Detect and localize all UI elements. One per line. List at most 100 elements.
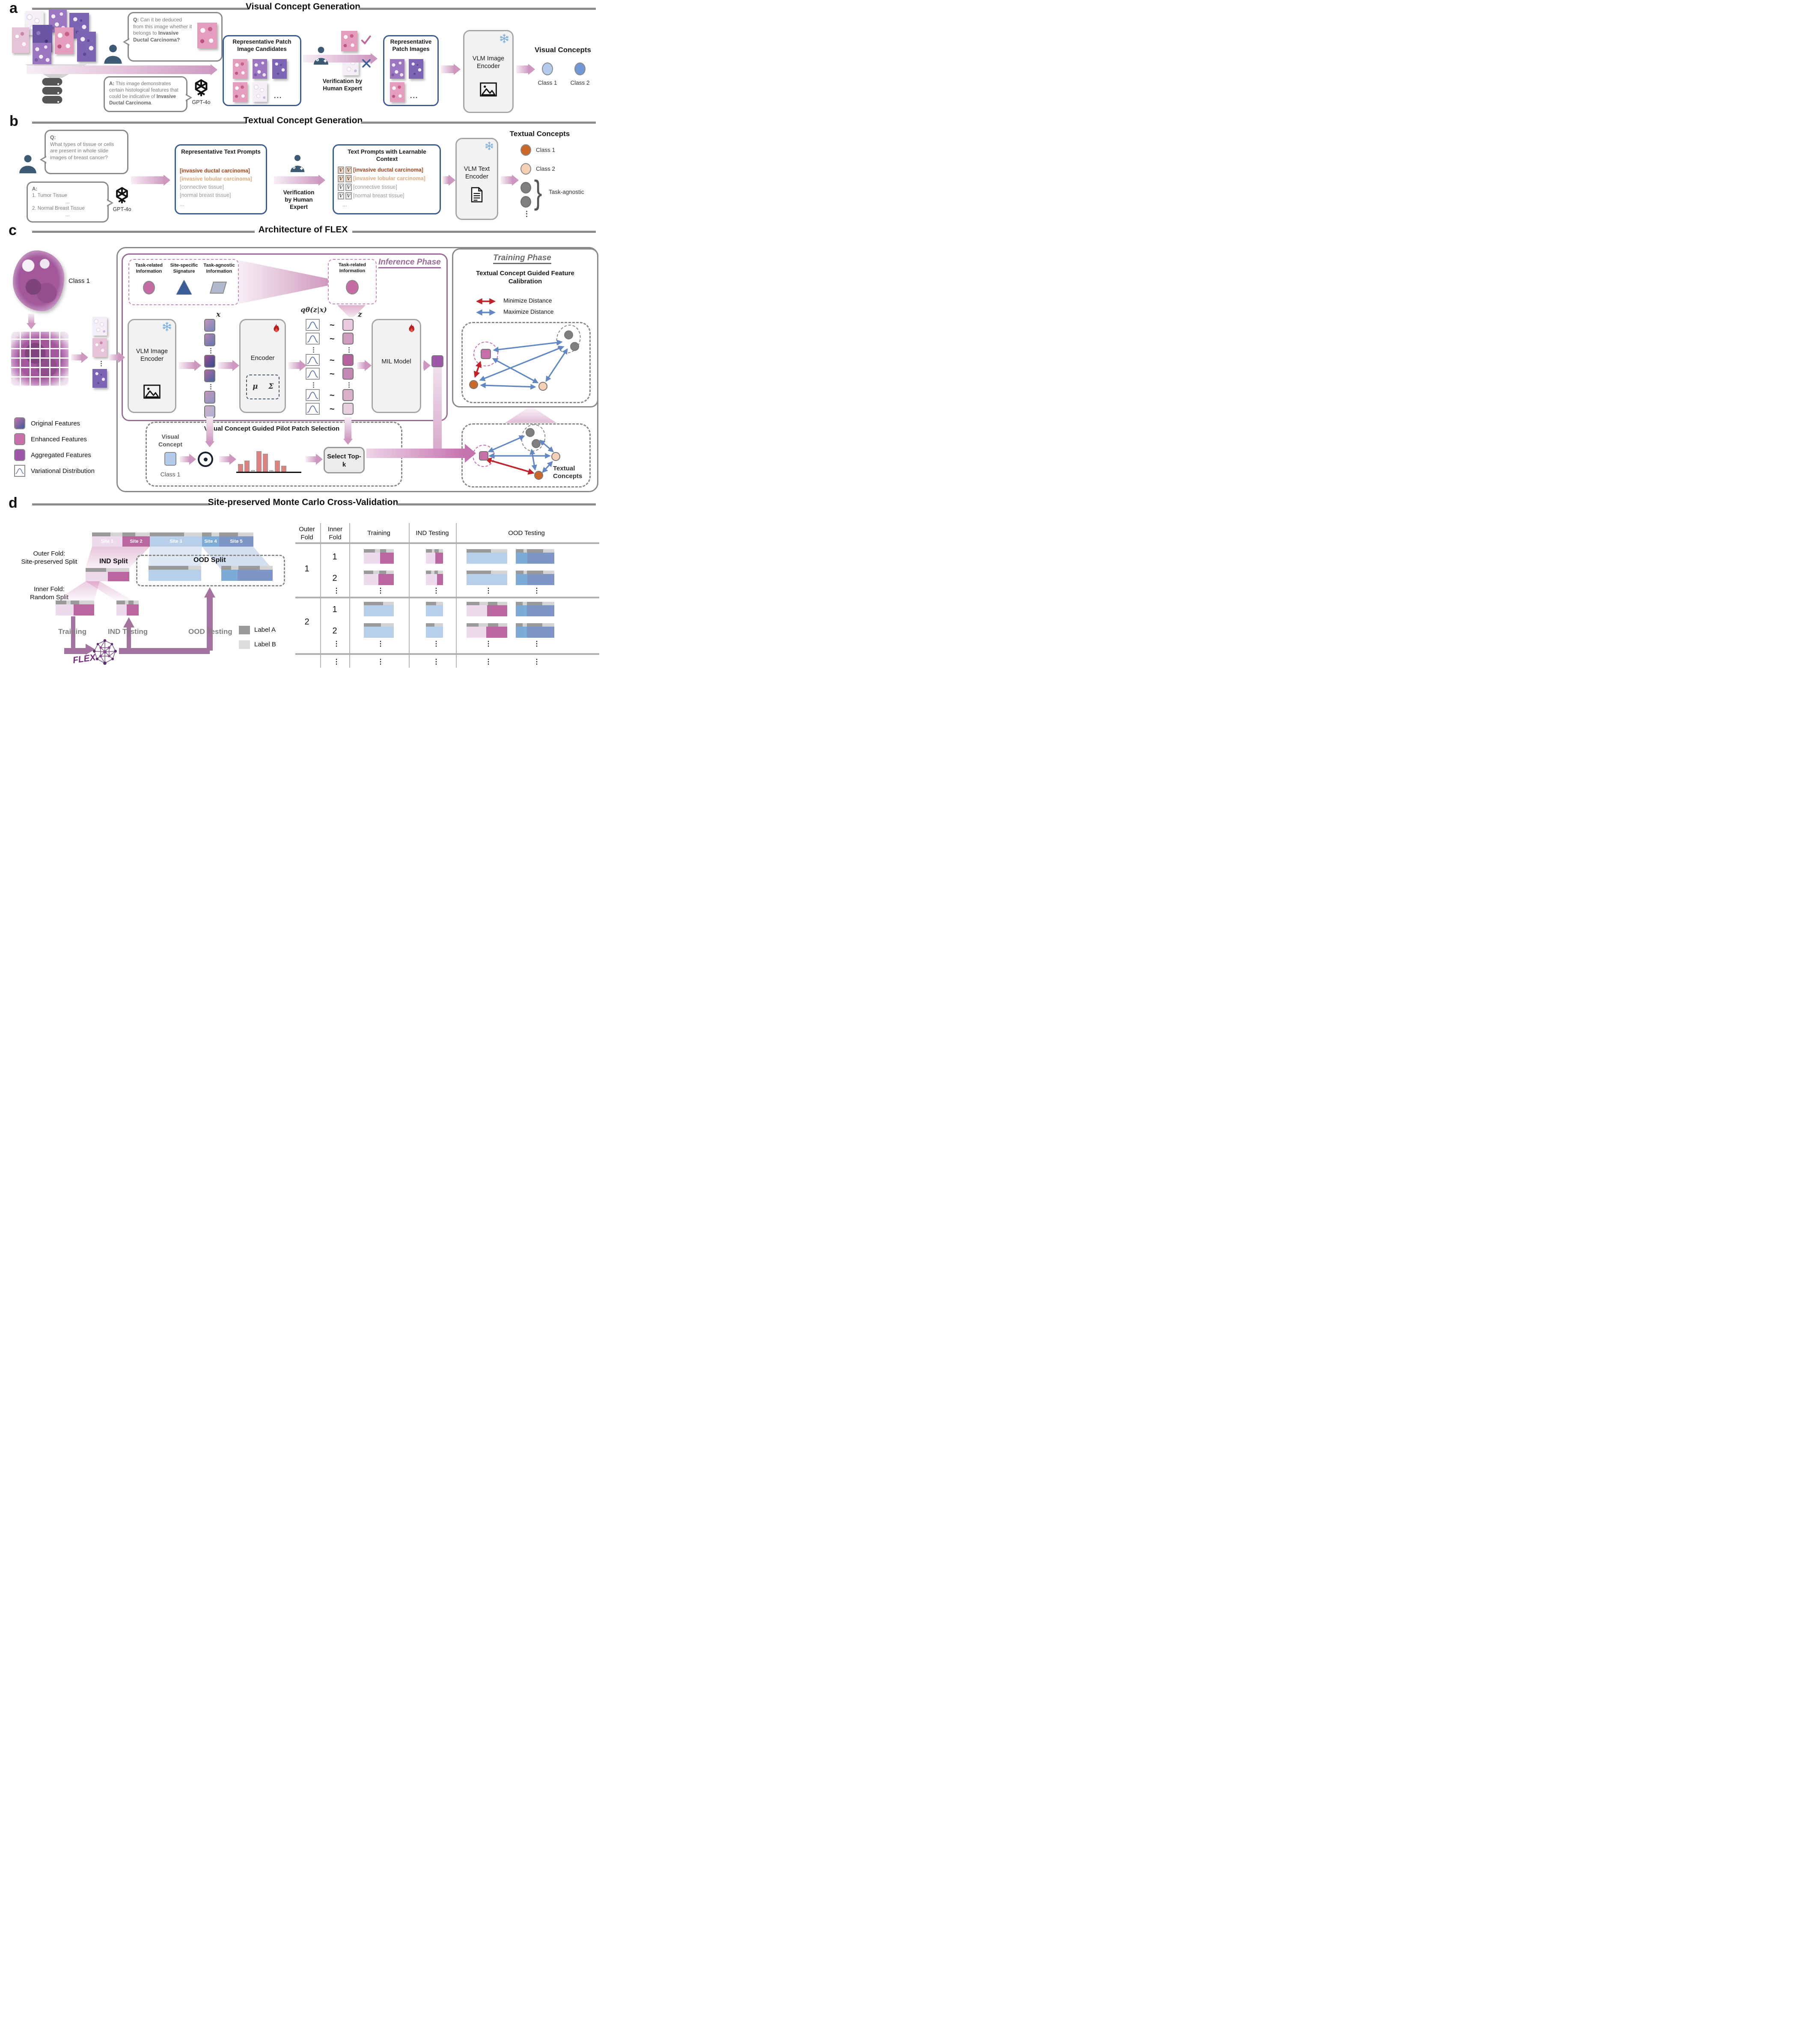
table-line: [295, 653, 599, 655]
maximize-label: Maximize Distance: [503, 308, 554, 315]
answer-bubble: A: This image demonstrates certain histo…: [104, 76, 192, 112]
task-agnostic-node: [532, 439, 541, 448]
inner-fold-2: 2: [332, 626, 337, 636]
ellipsis: ...: [410, 92, 419, 100]
a-line1: 1. Tumor Tissue: [32, 193, 67, 198]
patch-thumbnail: [233, 82, 247, 102]
patch-thumbnail: [253, 82, 267, 102]
prompt-ilc: [invasive lobular carcinoma]: [180, 176, 252, 182]
figure-canvas: a Visual Concept Generation Q: Can it be…: [0, 0, 607, 674]
flow-arrow: [218, 362, 232, 369]
site-bar: Site 1 Site 2 Site 3 Site 4 Site 5: [92, 536, 253, 547]
dot-product-icon: [198, 452, 213, 467]
flow-arrow-down: [345, 417, 351, 439]
table-vdots: ⋮: [377, 640, 384, 648]
inner-fold-label: Inner Fold: Random Split: [13, 586, 86, 602]
training-phase-title: Training Phase: [493, 253, 551, 264]
original-feature-square: [204, 319, 215, 332]
visual-class2-circle: [574, 62, 586, 75]
original-feature-square: [204, 391, 215, 404]
table-vdots: ⋮: [533, 587, 540, 595]
outer-fold-1: 1: [304, 564, 309, 574]
gpt-label: GPT-4o: [192, 99, 211, 105]
verification-line1: Verification: [283, 189, 315, 196]
inference-phase-text: Inference Phase: [378, 258, 441, 268]
ood-connector: [119, 648, 210, 654]
table-header-training: Training: [367, 529, 390, 537]
prompt-connective: [connective tissue]: [353, 184, 397, 190]
patch-cluster: [12, 9, 103, 65]
minimize-arrow-icon: [476, 298, 496, 305]
panel-c-label: c: [9, 222, 17, 238]
vlm-image-encoder-label: VLM Image Encoder: [472, 55, 505, 70]
label-b-swatch: [239, 640, 250, 649]
verification-line2: Human Expert: [323, 85, 362, 92]
candidates-title: Representative Patch Image Candidates: [232, 39, 291, 52]
gpt-logo-icon: [191, 78, 211, 98]
image-icon: [143, 384, 161, 399]
patch-thumbnail: [77, 32, 96, 62]
table-line: [456, 523, 457, 668]
v-token: V: [338, 184, 344, 191]
task-related-circle: [143, 281, 155, 294]
task-related-circle2: [346, 280, 359, 294]
q-formula: qθ(z|x): [300, 306, 327, 314]
label-a-swatch: [239, 626, 250, 634]
question-bubble: Q: Can it be deduced from this image whe…: [123, 12, 223, 62]
patch-thumbnail: [390, 82, 404, 102]
section-line: [361, 122, 596, 124]
original-feature-square: [204, 369, 215, 382]
mini-bar-training: [364, 571, 394, 585]
site-specific-triangle: [176, 280, 192, 294]
panel-c-title: Architecture of FLEX: [258, 225, 348, 235]
inner-fold-1: 1: [332, 552, 337, 562]
mini-bar-ind: [426, 549, 443, 564]
snowflake-icon: [162, 321, 172, 332]
q-text: Can it be deduced from this image whethe…: [133, 17, 192, 36]
patch-thumbnail: [92, 369, 107, 388]
mu-label: μ: [253, 382, 258, 391]
site3-segment: Site 3: [150, 536, 202, 547]
vlm-text-encoder-box: [455, 138, 498, 220]
person-icon: [17, 152, 39, 175]
textual-concepts-title: Textual Concepts: [509, 130, 570, 138]
table-vdots: ⋮: [333, 658, 340, 666]
vdots: ⋮: [98, 360, 104, 367]
visual-class1-circle: [542, 62, 553, 75]
flow-arrow: [443, 176, 449, 184]
vlm-image-encoder-box-c: [128, 319, 176, 413]
visual-concept-label: Visual Concept: [158, 433, 182, 448]
table-line: [320, 523, 321, 668]
patch-thumbnail: [33, 43, 51, 64]
table-vdots: ⋮: [433, 640, 440, 648]
original-feature-square: [204, 333, 215, 346]
prompt-idc: [invasive ductal carcinoma]: [180, 168, 250, 174]
enhanced-feature-square: [342, 319, 354, 331]
gpt-logo-icon: [112, 186, 132, 205]
v-token: V: [338, 175, 344, 182]
ellipsis: ...: [274, 92, 283, 100]
ind-arrowhead-up: [123, 617, 134, 627]
inner-fold-2: 2: [332, 574, 337, 583]
legend-enhanced-swatch: [14, 433, 25, 445]
question-bubble: Q: What types of tissue or cells are pre…: [40, 130, 128, 174]
a-text: This image demonstrates certain histolog…: [109, 81, 178, 99]
task-agnostic-circle: [520, 182, 531, 193]
tilde: ~: [330, 391, 335, 400]
mini-bar-training: [364, 549, 394, 564]
panel-b-title: Textual Concept Generation: [243, 116, 363, 125]
legend-variational-label: Variational Distribution: [31, 467, 95, 475]
prompt-idc: [invasive ductal carcinoma]: [353, 167, 423, 173]
legend-variational-swatch: [14, 465, 25, 477]
histogram-baseline: [236, 472, 301, 473]
mini-bar-training: [364, 602, 394, 616]
text-prompts-title: Representative Text Prompts: [181, 149, 261, 155]
prompt-ellipsis: ...: [180, 201, 184, 207]
prompt-ellipsis: ...: [342, 202, 347, 208]
patch-thumbnail: [253, 59, 267, 79]
patch-thumbnail: [12, 27, 29, 53]
snowflake-icon: [499, 33, 509, 44]
outer-fold-label: Outer Fold: Site-preserved Split: [13, 550, 86, 566]
